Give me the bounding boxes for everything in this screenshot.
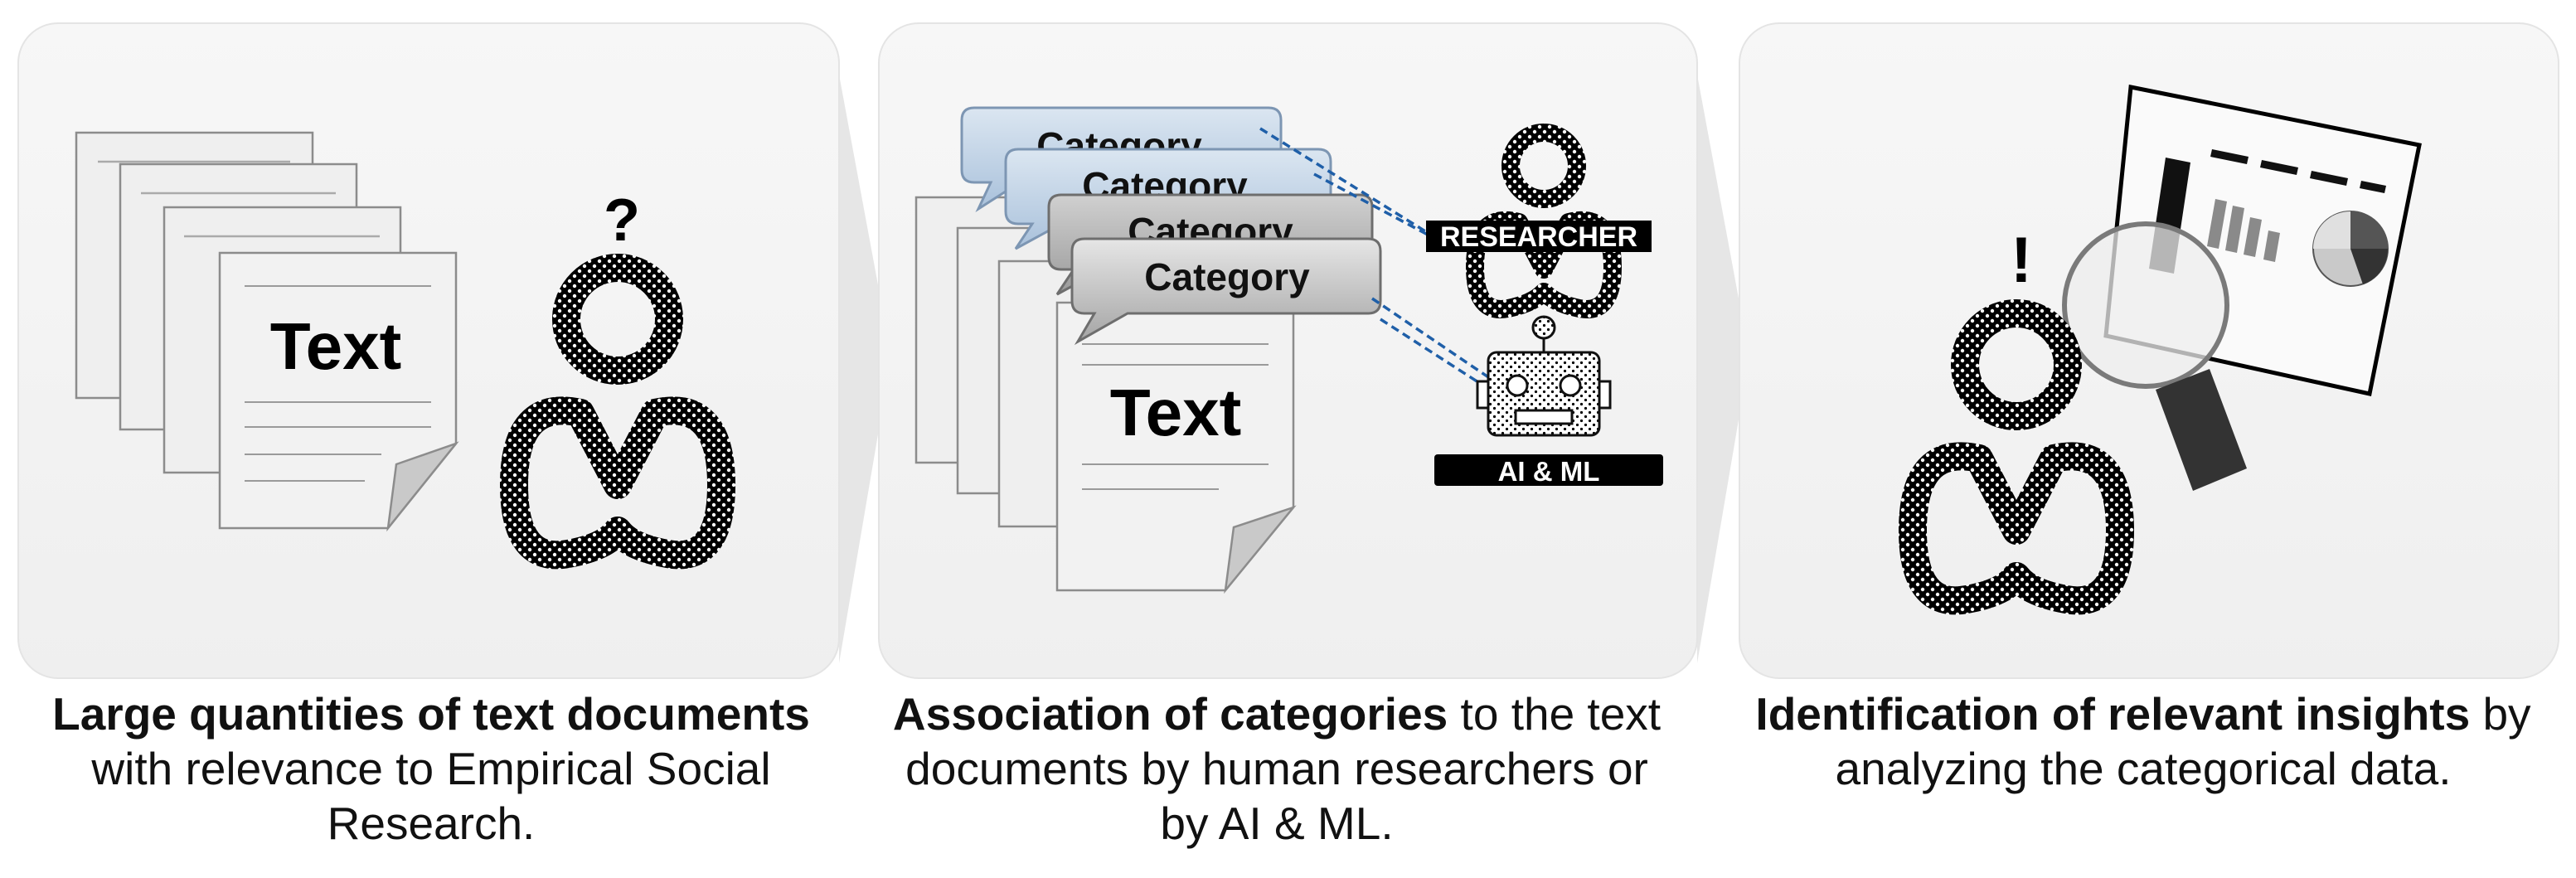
caption-2-rest: to the text documents by human researche…	[905, 688, 1662, 849]
panel-1-arrow-tip	[839, 75, 891, 663]
document-text: Text	[270, 309, 402, 383]
panel-2-arrow-tip	[1697, 75, 1749, 663]
category-bubble-4: Category	[1070, 237, 1382, 346]
researcher-label-bg	[1426, 221, 1652, 252]
document-fold	[386, 441, 459, 532]
ai-label: AI & ML	[1498, 456, 1600, 487]
panel-3: !	[1739, 22, 2559, 679]
caption-1-bold: Large quantities of text documents	[52, 688, 810, 740]
person-icon-3	[1899, 299, 2134, 615]
caption-3-rest: by analyzing the categorical data.	[1835, 688, 2531, 794]
board-pie-chart	[2312, 211, 2389, 287]
magnifier-icon	[2062, 221, 2247, 491]
caption-3-bold: Identification of relevant insights	[1755, 688, 2471, 740]
researcher-label: RESEARCHER	[1440, 221, 1637, 253]
exclamation-mark: !	[2011, 223, 2032, 296]
caption-2-bold: Association of categories	[892, 688, 1448, 740]
connector-lines	[1259, 127, 1501, 393]
document-stack	[75, 131, 459, 532]
caption-panel-2: Association of categories to the text do…	[879, 686, 1675, 851]
panel-2: Text Category Category Category Category	[878, 22, 1749, 679]
document-text-2: Text	[1110, 376, 1242, 449]
caption-panel-1: Large quantities of text documents with …	[33, 686, 829, 851]
caption-panel-3: Identification of relevant insights by a…	[1729, 686, 2558, 796]
caption-1-rest: with relevance to Empirical Social Resea…	[91, 743, 771, 849]
panel-1: Text ?	[17, 22, 891, 679]
category-label-4: Category	[1144, 255, 1310, 298]
question-mark: ?	[604, 187, 640, 254]
ai-label-bg	[1434, 454, 1663, 486]
board-bar-chart	[2207, 199, 2280, 262]
robot-icon	[1476, 315, 1612, 437]
person-icon	[500, 254, 735, 570]
